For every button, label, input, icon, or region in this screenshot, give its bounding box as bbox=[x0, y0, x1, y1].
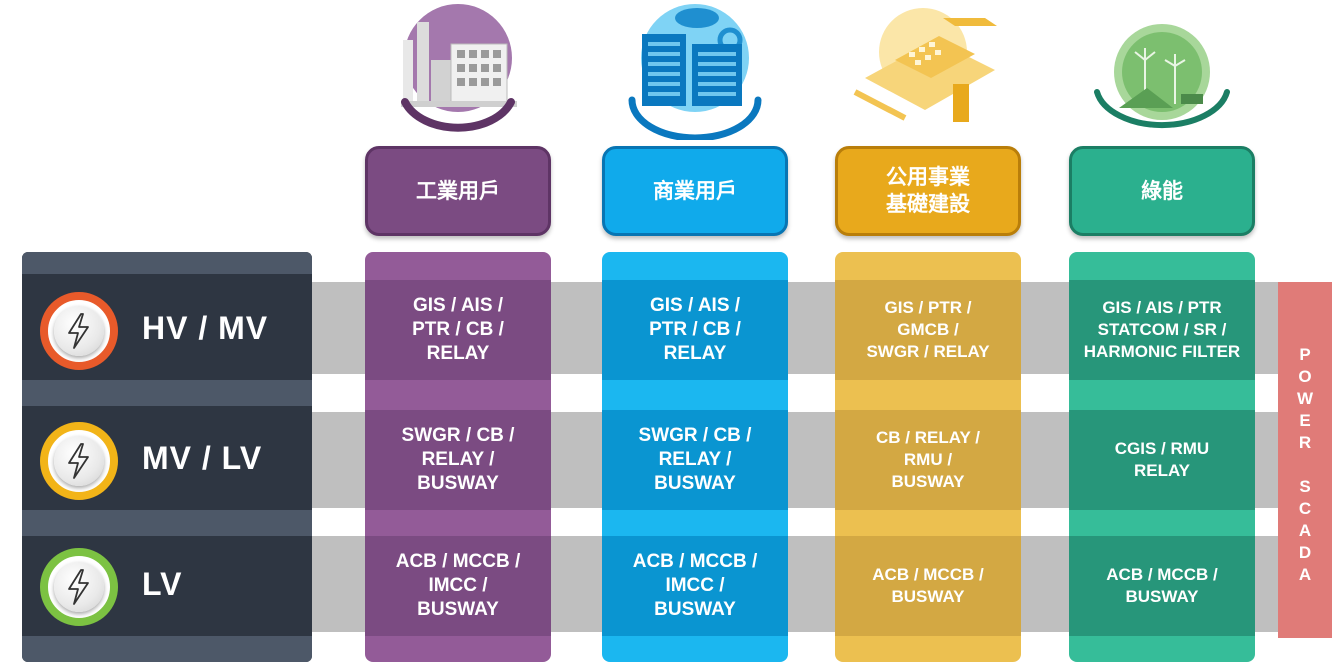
equipment-line: GIS / AIS / bbox=[412, 295, 504, 316]
equipment-line: SWGR / CB / bbox=[401, 425, 515, 446]
equipment-line: BUSWAY bbox=[891, 472, 965, 491]
power-badge-icon bbox=[40, 422, 118, 500]
scada-letter: C bbox=[1298, 499, 1312, 518]
equipment-line: GIS / AIS / PTR bbox=[1102, 298, 1222, 317]
column-body: GIS / AIS / PTR / CB / RELAY SWGR / CB / REL… bbox=[365, 252, 551, 662]
column-body: GIS / PTR / GMCB / SWGR / RELAY CB / RELAY … bbox=[835, 252, 1021, 662]
scada-letter: R bbox=[1298, 433, 1312, 452]
equipment-line: BUSWAY bbox=[654, 599, 736, 620]
equipment-line: ACB / MCCB / bbox=[632, 551, 758, 572]
scada-letter: W bbox=[1296, 389, 1314, 408]
scada-letter: A bbox=[1298, 565, 1312, 584]
level-lv: LV bbox=[22, 536, 312, 636]
equipment-cell: CB / RELAY / RMU / BUSWAY bbox=[835, 410, 1021, 510]
equipment-line: BUSWAY bbox=[1125, 587, 1199, 606]
equipment-line: ACB / MCCB / bbox=[872, 565, 984, 584]
scada-letter: A bbox=[1298, 521, 1312, 540]
equipment-line: RMU / bbox=[903, 450, 953, 469]
equipment-cell: CGIS / RMU RELAY bbox=[1069, 410, 1255, 510]
equipment-cell: GIS / AIS / PTR STATCOM / SR / HARMONIC FI… bbox=[1069, 280, 1255, 380]
scada-letter: P bbox=[1299, 345, 1311, 364]
level-mv-lv: MV / LV bbox=[22, 410, 312, 510]
equipment-cell: ACB / MCCB / IMCC / BUSWAY bbox=[365, 536, 551, 636]
equipment-cell: ACB / MCCB / BUSWAY bbox=[1069, 536, 1255, 636]
panel-divider bbox=[22, 380, 312, 406]
equipment-line: RELAY bbox=[663, 343, 727, 364]
scada-letter: D bbox=[1298, 543, 1312, 562]
level-label: LV bbox=[142, 566, 183, 602]
voltage-level-panel: HV / MV MV / LV LV bbox=[22, 252, 312, 662]
equipment-line: RELAY / bbox=[658, 449, 732, 470]
equipment-line: HARMONIC FILTER bbox=[1083, 342, 1241, 361]
equipment-cell: ACB / MCCB / BUSWAY bbox=[835, 536, 1021, 636]
column-header: 工業用戶 bbox=[365, 146, 551, 236]
equipment-line: GMCB / bbox=[897, 320, 959, 339]
equipment-line: BUSWAY bbox=[417, 473, 499, 494]
equipment-line: RELAY bbox=[1133, 461, 1191, 480]
commercial-buildings-icon bbox=[602, 0, 788, 142]
equipment-line: CB / RELAY / bbox=[876, 428, 980, 447]
equipment-line: SWGR / CB / bbox=[638, 425, 752, 446]
panel-divider bbox=[22, 636, 312, 662]
column-body: GIS / AIS / PTR / CB / RELAY SWGR / CB / REL… bbox=[602, 252, 788, 662]
scada-letter: O bbox=[1298, 367, 1312, 386]
banner-shape bbox=[1278, 282, 1332, 638]
column-header: 商業用戶 bbox=[602, 146, 788, 236]
equipment-cell: GIS / AIS / PTR / CB / RELAY bbox=[602, 280, 788, 380]
equipment-cell: SWGR / CB / RELAY / BUSWAY bbox=[602, 410, 788, 510]
equipment-line: ACB / MCCB / bbox=[395, 551, 521, 572]
level-hv-mv: HV / MV bbox=[22, 280, 312, 380]
equipment-line: BUSWAY bbox=[417, 599, 499, 620]
lightning-bolt-icon bbox=[68, 569, 89, 605]
equipment-line: IMCC / bbox=[665, 575, 725, 596]
lightning-bolt-icon bbox=[68, 313, 89, 349]
equipment-line: SWGR / RELAY bbox=[866, 342, 990, 361]
scada-letter bbox=[1278, 454, 1332, 476]
equipment-line: GIS / AIS / bbox=[649, 295, 741, 316]
equipment-cell: GIS / PTR / GMCB / SWGR / RELAY bbox=[835, 280, 1021, 380]
equipment-line: BUSWAY bbox=[654, 473, 736, 494]
column-header: 綠能 bbox=[1069, 146, 1255, 236]
infrastructure-icon bbox=[835, 0, 1021, 140]
factory-icon bbox=[365, 0, 551, 140]
column-header: 公用事業 基礎建設 bbox=[835, 146, 1021, 236]
lightning-bolt-icon bbox=[68, 443, 89, 479]
power-badge-icon bbox=[40, 292, 118, 370]
equipment-line: PTR / CB / bbox=[412, 319, 504, 340]
equipment-line: BUSWAY bbox=[891, 587, 965, 606]
equipment-cell: SWGR / CB / RELAY / BUSWAY bbox=[365, 410, 551, 510]
scada-letter: E bbox=[1299, 411, 1311, 430]
equipment-line: PTR / CB / bbox=[649, 319, 741, 340]
level-label: MV / LV bbox=[142, 440, 263, 476]
equipment-line: IMCC / bbox=[428, 575, 488, 596]
equipment-line: ACB / MCCB / bbox=[1106, 565, 1218, 584]
equipment-cell: ACB / MCCB / IMCC / BUSWAY bbox=[602, 536, 788, 636]
equipment-line: STATCOM / SR / bbox=[1097, 320, 1227, 339]
scada-letter: S bbox=[1299, 477, 1311, 496]
column-body: GIS / AIS / PTR STATCOM / SR / HARMONIC FI… bbox=[1069, 252, 1255, 662]
power-badge-icon bbox=[40, 548, 118, 626]
equipment-cell: GIS / AIS / PTR / CB / RELAY bbox=[365, 280, 551, 380]
equipment-line: GIS / PTR / bbox=[884, 298, 972, 317]
equipment-line: RELAY bbox=[426, 343, 490, 364]
green-energy-icon bbox=[1069, 0, 1255, 140]
panel-divider bbox=[22, 252, 312, 274]
panel-divider bbox=[22, 510, 312, 536]
equipment-line: CGIS / RMU bbox=[1114, 439, 1210, 458]
equipment-line: RELAY / bbox=[421, 449, 495, 470]
level-label: HV / MV bbox=[142, 310, 269, 346]
